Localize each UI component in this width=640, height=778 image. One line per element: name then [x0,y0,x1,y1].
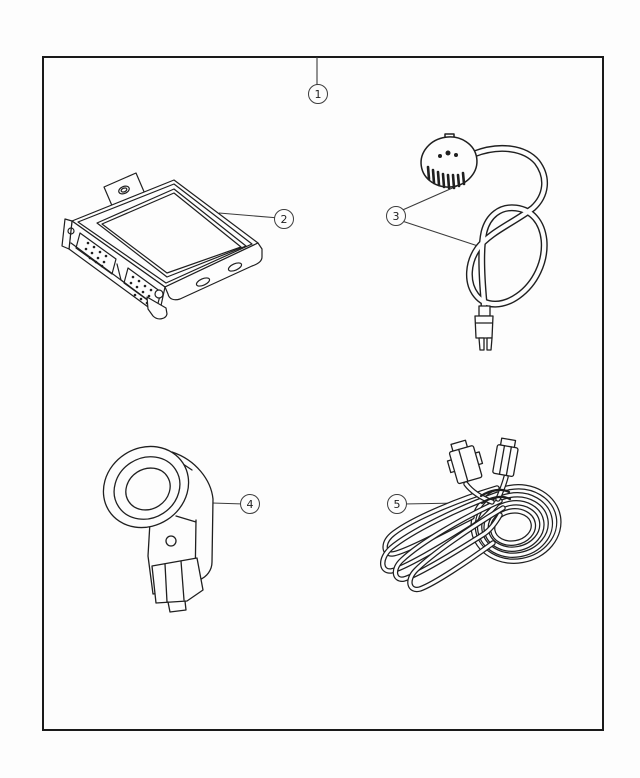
callout-3-label: 3 [392,209,400,223]
callout-4-label: 4 [246,497,254,511]
callout-1: 1 [308,84,328,104]
callout-4: 4 [240,494,260,514]
leader-line-3a [397,185,458,213]
microphone-cable [466,145,548,316]
wiring-harness-illustration [380,437,562,593]
microphone-grille [426,165,466,190]
diagram-border-frame [42,56,604,731]
cable-end-connector [474,305,494,351]
microphone-head [420,133,478,190]
harness-connector-right [492,437,519,478]
callout-5: 5 [387,494,407,514]
callout-2: 2 [274,209,294,229]
module-foot [146,296,168,320]
harness-tie [479,488,512,505]
control-module-illustration [61,172,263,320]
callout-1-label: 1 [314,87,322,101]
module-pins-a [84,241,108,268]
callout-3: 3 [386,206,406,226]
harness-right-loops [470,484,562,564]
sensor-bottom-connector [151,557,204,604]
leader-lines [211,57,482,505]
harness-left-loops [380,485,506,593]
callout-5-label: 5 [393,497,401,511]
microphone-cable-illustration [420,133,548,351]
module-connector-a [75,232,117,275]
leader-line-3b [398,219,482,248]
leader-line-4 [211,502,245,505]
module-right-flange [164,242,263,301]
harness-connector-left [446,439,484,485]
parking-sensor-illustration [102,445,214,613]
sensor-ring-face [102,445,190,529]
callout-2-label: 2 [280,212,288,226]
leader-line-2 [218,212,280,219]
